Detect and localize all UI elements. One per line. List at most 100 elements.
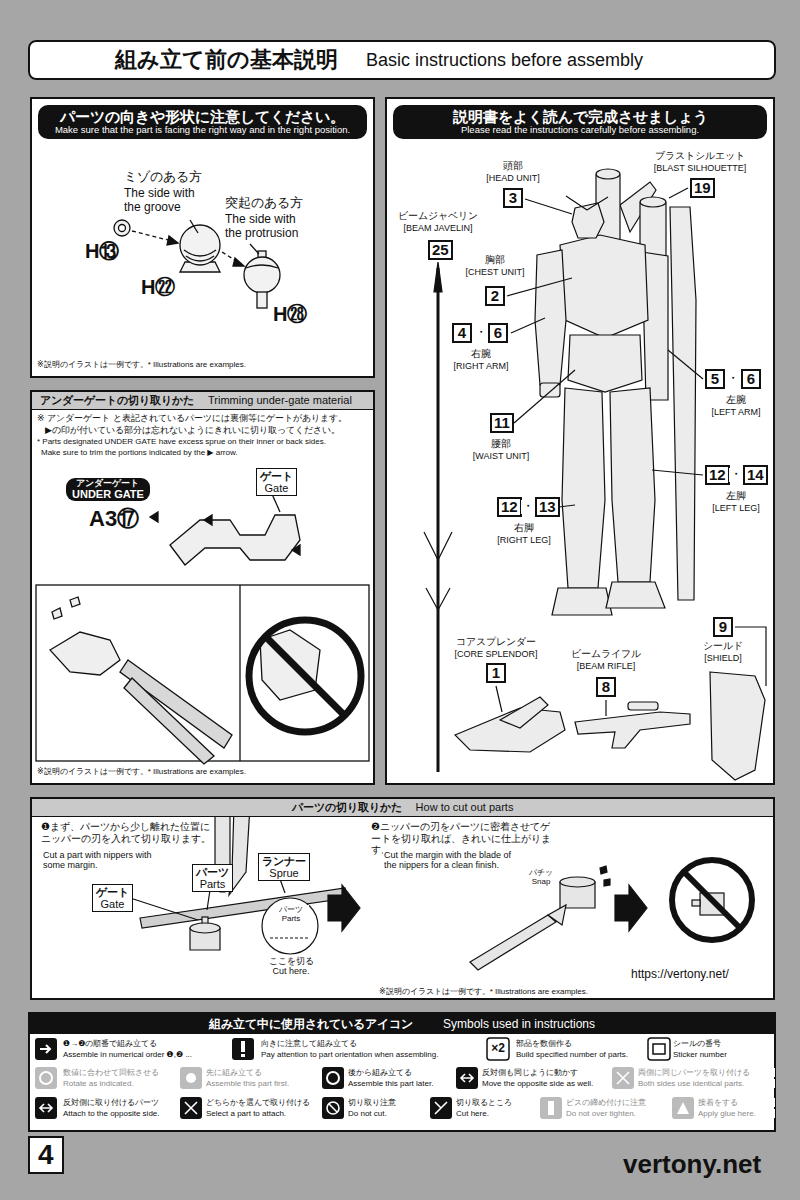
annotation: ミゾのある方 xyxy=(123,170,203,185)
annotation: [BEAM JAVELIN] xyxy=(403,223,474,233)
cutting-figure xyxy=(124,806,752,970)
annotation: 両側に同じパーツを取り付ける xyxy=(637,1068,775,1077)
num-text: 11 xyxy=(494,415,510,431)
mobile-suit-figure xyxy=(507,278,572,296)
under-gate-figure xyxy=(70,597,80,607)
panel-text: Trimming under-gate material xyxy=(208,394,352,407)
annotation: ・ xyxy=(729,468,743,482)
symbol-icons xyxy=(241,1054,245,1057)
symbol-icons xyxy=(487,1038,509,1060)
small-text: Gate xyxy=(260,482,293,494)
annotation: どちらかを選んで取り付ける xyxy=(205,1098,320,1107)
mobile-suit-figure xyxy=(562,388,605,588)
annotation: ・ xyxy=(726,372,740,386)
cutting-figure xyxy=(600,866,607,874)
annotation: The side with the groove xyxy=(123,187,207,215)
mobile-suit-figure xyxy=(566,196,608,210)
symbol-icons xyxy=(329,1104,337,1112)
panel-ground xyxy=(385,97,775,785)
mobile-suit-figure xyxy=(610,388,655,582)
under-gate-figure xyxy=(239,585,240,761)
annotation: パーツ Parts xyxy=(273,905,309,923)
num-text: 12 xyxy=(709,467,726,483)
symbol-icons xyxy=(180,1097,202,1119)
callout-number: 12 xyxy=(497,497,522,517)
num-text: 6 xyxy=(745,371,757,387)
annotation: Cut here. xyxy=(455,1109,539,1118)
panel-text: アンダーゲートの切り取りかた xyxy=(40,394,194,407)
annotation: [WAIST UNIT] xyxy=(472,451,531,461)
mobile-suit-figure xyxy=(514,370,575,423)
annotation: シールの番号 xyxy=(672,1039,774,1048)
panel-text: Please read the instructions carefully b… xyxy=(399,125,761,136)
joint-parts xyxy=(190,220,198,233)
small-text: ランナー xyxy=(262,855,306,867)
joint-parts xyxy=(180,225,220,265)
joint-parts xyxy=(119,225,126,232)
annotation: 先に組み立てる xyxy=(205,1068,320,1077)
cutting-figure xyxy=(207,890,210,910)
symbol-icons xyxy=(322,1067,344,1089)
callout-number: 3 xyxy=(503,188,523,208)
instruction-panel: 説明書をよく読んで完成させましょうPlease read the instruc… xyxy=(385,97,775,785)
joint-parts xyxy=(244,257,280,293)
mobile-suit-figure xyxy=(535,250,566,385)
header-text: 組み立て前の基本説明 xyxy=(115,45,338,75)
header-band: 組み立て前の基本説明Basic instructions before asse… xyxy=(28,40,776,80)
callout-number: 19 xyxy=(690,178,715,198)
under-gate-figure xyxy=(170,515,300,565)
cutting-figure xyxy=(470,915,556,970)
num-text: 5 xyxy=(709,371,721,387)
part-tag: パーツParts xyxy=(192,864,233,892)
annotation: Select a part to attach. xyxy=(205,1109,320,1118)
panel-text: パーツの向きや形状に注意してください。 xyxy=(44,108,361,125)
num-text: 14 xyxy=(747,467,764,483)
panel-ground xyxy=(28,40,776,80)
symbol-icons xyxy=(185,1102,197,1114)
under-gate-figure xyxy=(36,494,369,764)
symbol-icons xyxy=(40,1072,52,1084)
joint-parts xyxy=(250,244,259,254)
small-text: Sprue xyxy=(262,867,306,879)
callout-number: 8 xyxy=(596,677,616,697)
under-gate-figure xyxy=(249,620,361,732)
tag-text: UNDER GATE xyxy=(72,488,144,500)
callout-number: 2 xyxy=(485,286,505,306)
mobile-suit-figure xyxy=(605,700,606,716)
under-gate-figure xyxy=(50,632,120,675)
under-gate-figure xyxy=(36,585,369,761)
num-text: 3 xyxy=(507,190,519,206)
callout-number: 13 xyxy=(535,497,560,517)
cutting-figure xyxy=(190,923,220,933)
annotation: Assemble this part later. xyxy=(347,1079,455,1088)
symbol-icons xyxy=(40,1045,50,1053)
panel-ground xyxy=(28,40,776,1132)
annotation: 数値に合わせて回転させる xyxy=(62,1068,177,1077)
page-number: 4 xyxy=(28,1136,64,1174)
callout-number: 6 xyxy=(488,323,508,343)
annotation: vertony.net xyxy=(622,1150,762,1180)
annotation: ビームライフル xyxy=(570,648,642,660)
cutting-figure xyxy=(604,879,610,886)
callout-number: 12 xyxy=(705,465,730,485)
annotation: 反対側も同じように動かす xyxy=(481,1068,611,1077)
annotation: ビームジャベリン xyxy=(397,210,479,222)
panel-heading: パーツの向きや形状に注意してください。Make sure that the pa… xyxy=(38,105,367,139)
cutting-figure xyxy=(684,872,740,928)
cutting-figure xyxy=(692,900,700,906)
symbol-icons xyxy=(612,1067,634,1089)
part-tag: ランナーSprue xyxy=(258,853,310,881)
under-gate-figure xyxy=(265,636,345,716)
panel-text: パーツの切り取りかた xyxy=(292,801,402,814)
mobile-suit-figure xyxy=(596,169,620,179)
panel-text: 組み立て中に使用されているアイコン xyxy=(209,1016,413,1032)
annotation: ▶の印が付いている部分は忘れないようにきれいに切り取ってください。 xyxy=(44,425,372,435)
num-text: 1 xyxy=(490,665,502,681)
panel-ground xyxy=(30,97,375,378)
panel-text: 説明書をよく読んで完成させましょう xyxy=(399,108,761,125)
annotation: H⑬ xyxy=(84,240,120,263)
annotation: https://vertony.net/ xyxy=(630,968,730,982)
joint-parts xyxy=(186,256,214,261)
annotation: 腰部 xyxy=(490,438,512,450)
